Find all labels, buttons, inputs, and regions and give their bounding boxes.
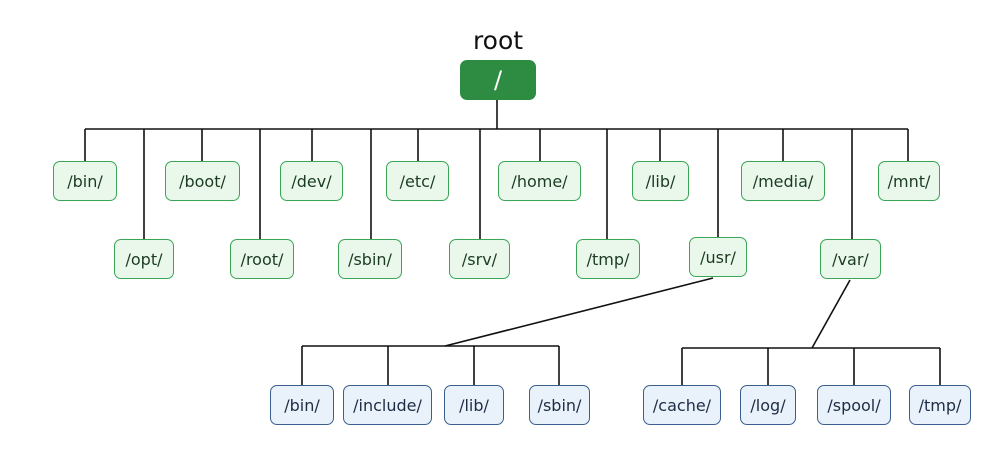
dir-var: /var/ [820,239,881,279]
dir-usr: /usr/ [689,237,747,277]
dir-sbin: /sbin/ [338,239,402,279]
dir-root: /root/ [230,239,294,279]
usr-diagonal [444,277,714,347]
dir-etc: /etc/ [386,161,449,201]
usr-child-include: /include/ [343,385,432,425]
dir-home: /home/ [498,161,581,201]
usr-child-sbin: /sbin/ [529,385,590,425]
dir-mnt: /mnt/ [878,161,940,201]
var-child-log: /log/ [740,385,796,425]
var-child-tmp: /tmp/ [909,385,971,425]
dir-dev: /dev/ [280,161,343,201]
root-node: / [460,60,536,100]
dir-media: /media/ [741,161,825,201]
dir-srv: /srv/ [449,239,510,279]
dir-tmp: /tmp/ [576,239,640,279]
dir-bin: /bin/ [53,161,117,201]
dir-lib: /lib/ [632,161,689,201]
var-child-cache: /cache/ [643,385,721,425]
var-child-spool: /spool/ [817,385,891,425]
dir-opt: /opt/ [114,239,174,279]
dir-boot: /boot/ [165,161,240,201]
var-diagonal [811,279,851,349]
usr-child-lib: /lib/ [444,385,504,425]
usr-child-bin: /bin/ [270,385,334,425]
diagram-title: root [472,26,524,55]
